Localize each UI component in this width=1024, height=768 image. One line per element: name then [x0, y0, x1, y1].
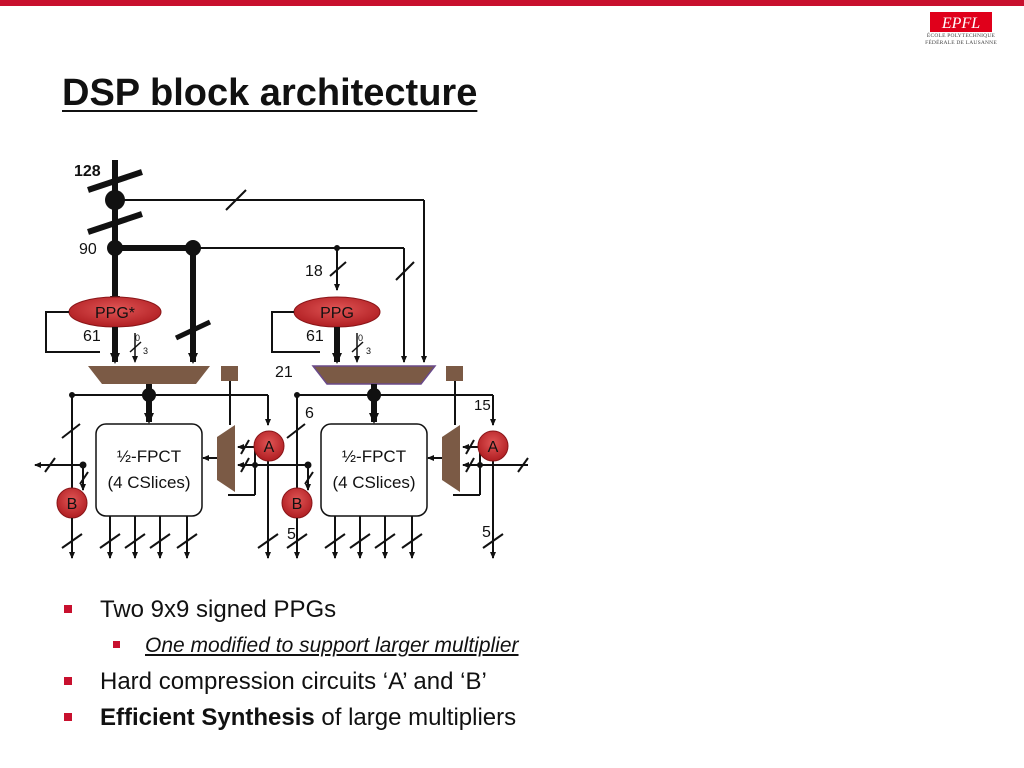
logo-subtitle: ÉCOLE POLYTECHNIQUE FÉDÉRALE DE LAUSANNE [925, 33, 997, 46]
a-left-label: A [264, 439, 275, 456]
bullet-text: of large multipliers [314, 704, 517, 731]
mux-right [311, 365, 463, 385]
ppg-label: PPG [320, 305, 354, 322]
bullet-list: Two 9x9 signed PPGs One modified to supp… [62, 594, 962, 738]
fpct-left-title: ½-FPCT [117, 447, 181, 466]
dsp-block-diagram: 128 90 18 PPG* PPG 61 61 0 3 0 3 [34, 160, 529, 559]
ppg-unit: PPG [293, 296, 381, 328]
b-left-label: B [67, 496, 78, 513]
bullet-text: Hard compression circuits ‘A’ and ‘B’ [100, 668, 487, 695]
top-accent-bar [0, 0, 1024, 6]
label-15: 15 [474, 397, 491, 414]
b-right-label: B [292, 496, 303, 513]
fpct-right: ½-FPCT (4 CSlices) [320, 423, 428, 517]
label-0-right: 0 [358, 333, 363, 343]
epfl-logo-mark: EPFL [930, 12, 992, 32]
ppg-star-out-61: 61 [83, 328, 101, 345]
bullet-marker [113, 641, 120, 648]
compressor-a-right: A [477, 430, 509, 462]
compressor-b-right: B [281, 487, 313, 519]
bullet-item: Efficient Synthesis of large multipliers [62, 702, 962, 738]
logo-line-1: ÉCOLE POLYTECHNIQUE [926, 33, 996, 39]
logo-line-2: FÉDÉRALE DE LAUSANNE [925, 39, 997, 46]
label-5-right: 5 [482, 524, 491, 541]
ppg-star-unit: PPG* [68, 296, 162, 328]
bottom-outputs [61, 516, 504, 559]
sub-bullet-text: One modified to support larger multiplie… [145, 634, 519, 657]
bullet-item: Two 9x9 signed PPGs [62, 594, 962, 630]
bus-width-128: 128 [74, 163, 101, 180]
label-5-left: 5 [287, 526, 296, 543]
compressor-a-left: A [253, 430, 285, 462]
logo-mark-text: EPFL [941, 15, 980, 32]
side-mux-right [442, 425, 460, 492]
bullet-marker [64, 605, 72, 613]
bullet-marker [64, 713, 72, 721]
label-0-left: 0 [135, 333, 140, 343]
a-right-label: A [488, 439, 499, 456]
bus-width-90: 90 [79, 241, 97, 258]
mux-left [88, 366, 238, 384]
label-3-right: 3 [366, 346, 371, 356]
bullet-marker [64, 677, 72, 685]
fpct-left: ½-FPCT (4 CSlices) [95, 423, 203, 517]
fpct-left-subtitle: (4 CSlices) [107, 473, 190, 492]
bus-junctions [105, 190, 340, 256]
side-mux-left [217, 425, 235, 492]
label-3-left: 3 [143, 346, 148, 356]
ppg-out-61: 61 [306, 328, 324, 345]
bullet-text: Two 9x9 signed PPGs [100, 596, 337, 623]
label-18: 18 [305, 263, 323, 280]
label-21: 21 [275, 364, 293, 381]
input-bus [87, 160, 427, 364]
side-mux-wiring [34, 439, 529, 552]
fpct-right-subtitle: (4 CSlices) [332, 473, 415, 492]
bullet-item: Hard compression circuits ‘A’ and ‘B’ [62, 666, 962, 702]
slide-title: DSP block architecture [62, 72, 478, 114]
ppg-star-label: PPG* [95, 305, 135, 322]
label-6: 6 [305, 405, 314, 422]
ppg-outputs [45, 311, 364, 364]
epfl-logo: EPFL ÉCOLE POLYTECHNIQUE FÉDÉRALE DE LAU… [925, 12, 997, 48]
compressor-b-left: B [56, 487, 88, 519]
fpct-right-title: ½-FPCT [342, 447, 406, 466]
sub-bullet-item: One modified to support larger multiplie… [62, 630, 962, 666]
bullet-bold-text: Efficient Synthesis [100, 704, 315, 731]
